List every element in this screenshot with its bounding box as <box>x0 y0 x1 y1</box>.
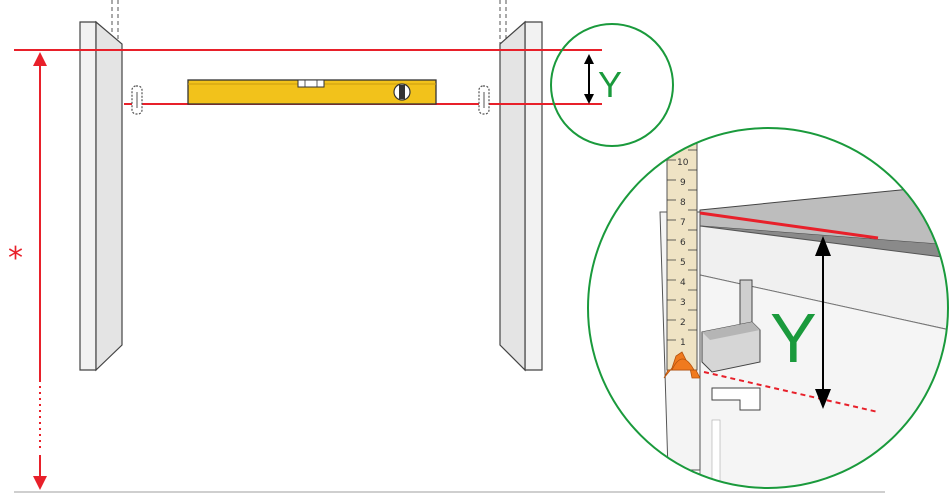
ruler-number: 6 <box>680 238 686 248</box>
height-marker: * <box>8 241 23 276</box>
wall-bracket-icon <box>478 85 490 115</box>
ruler-number: 5 <box>680 258 686 268</box>
ruler-number: 3 <box>680 298 686 308</box>
ruler-number: 8 <box>680 198 686 208</box>
dashed-guides <box>111 0 507 45</box>
ruler-number: 9 <box>680 178 686 188</box>
height-arrow <box>33 52 47 490</box>
ruler-number: 7 <box>680 218 686 228</box>
small-callout: Y <box>550 23 674 147</box>
ruler-number: 2 <box>680 318 686 328</box>
wall-bracket-icon <box>131 85 143 115</box>
right-side-panel <box>499 20 543 372</box>
detail-callout-label: Y <box>770 299 817 377</box>
spirit-level-icon <box>187 79 437 105</box>
folding-ruler: 1 2 3 4 5 6 7 8 9 10 <box>663 134 701 379</box>
left-side-panel <box>79 20 123 372</box>
detail-callout: 1 2 3 4 5 6 7 8 9 10 Y <box>587 127 949 489</box>
ruler-number: 10 <box>677 158 689 168</box>
ruler-number: 1 <box>680 338 686 348</box>
small-callout-label: Y <box>598 64 622 105</box>
ruler-number: 4 <box>680 278 686 288</box>
